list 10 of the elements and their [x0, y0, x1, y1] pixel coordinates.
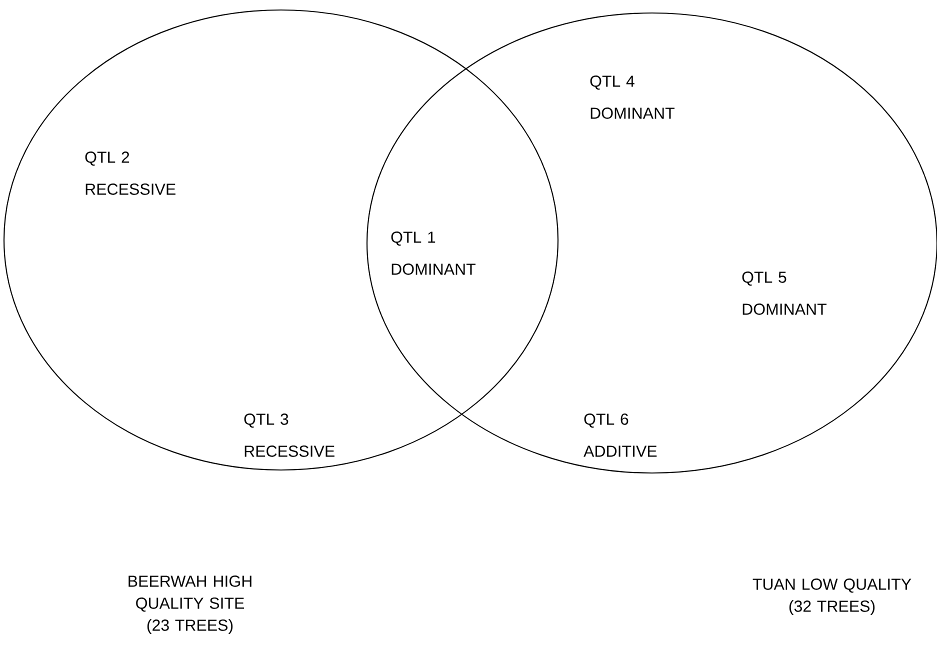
region-label: QTL 5 DOMINANT	[742, 272, 826, 315]
venn-circle	[366, 12, 937, 474]
region-label: QTL 6 ADDITIVE	[584, 414, 657, 457]
region-label: QTL 4 DOMINANT	[590, 76, 674, 119]
circle-caption: TUAN LOW QUALITY (32 TREES)	[752, 578, 912, 615]
region-label: QTL 2 RECESSIVE	[85, 152, 176, 195]
circle-caption: BEERWAH HIGH QUALITY SITE (23 TREES)	[128, 576, 252, 634]
venn-circle	[3, 9, 559, 471]
region-label: QTL 1 DOMINANT	[391, 232, 476, 275]
region-label: QTL 3 RECESSIVE	[244, 414, 334, 457]
